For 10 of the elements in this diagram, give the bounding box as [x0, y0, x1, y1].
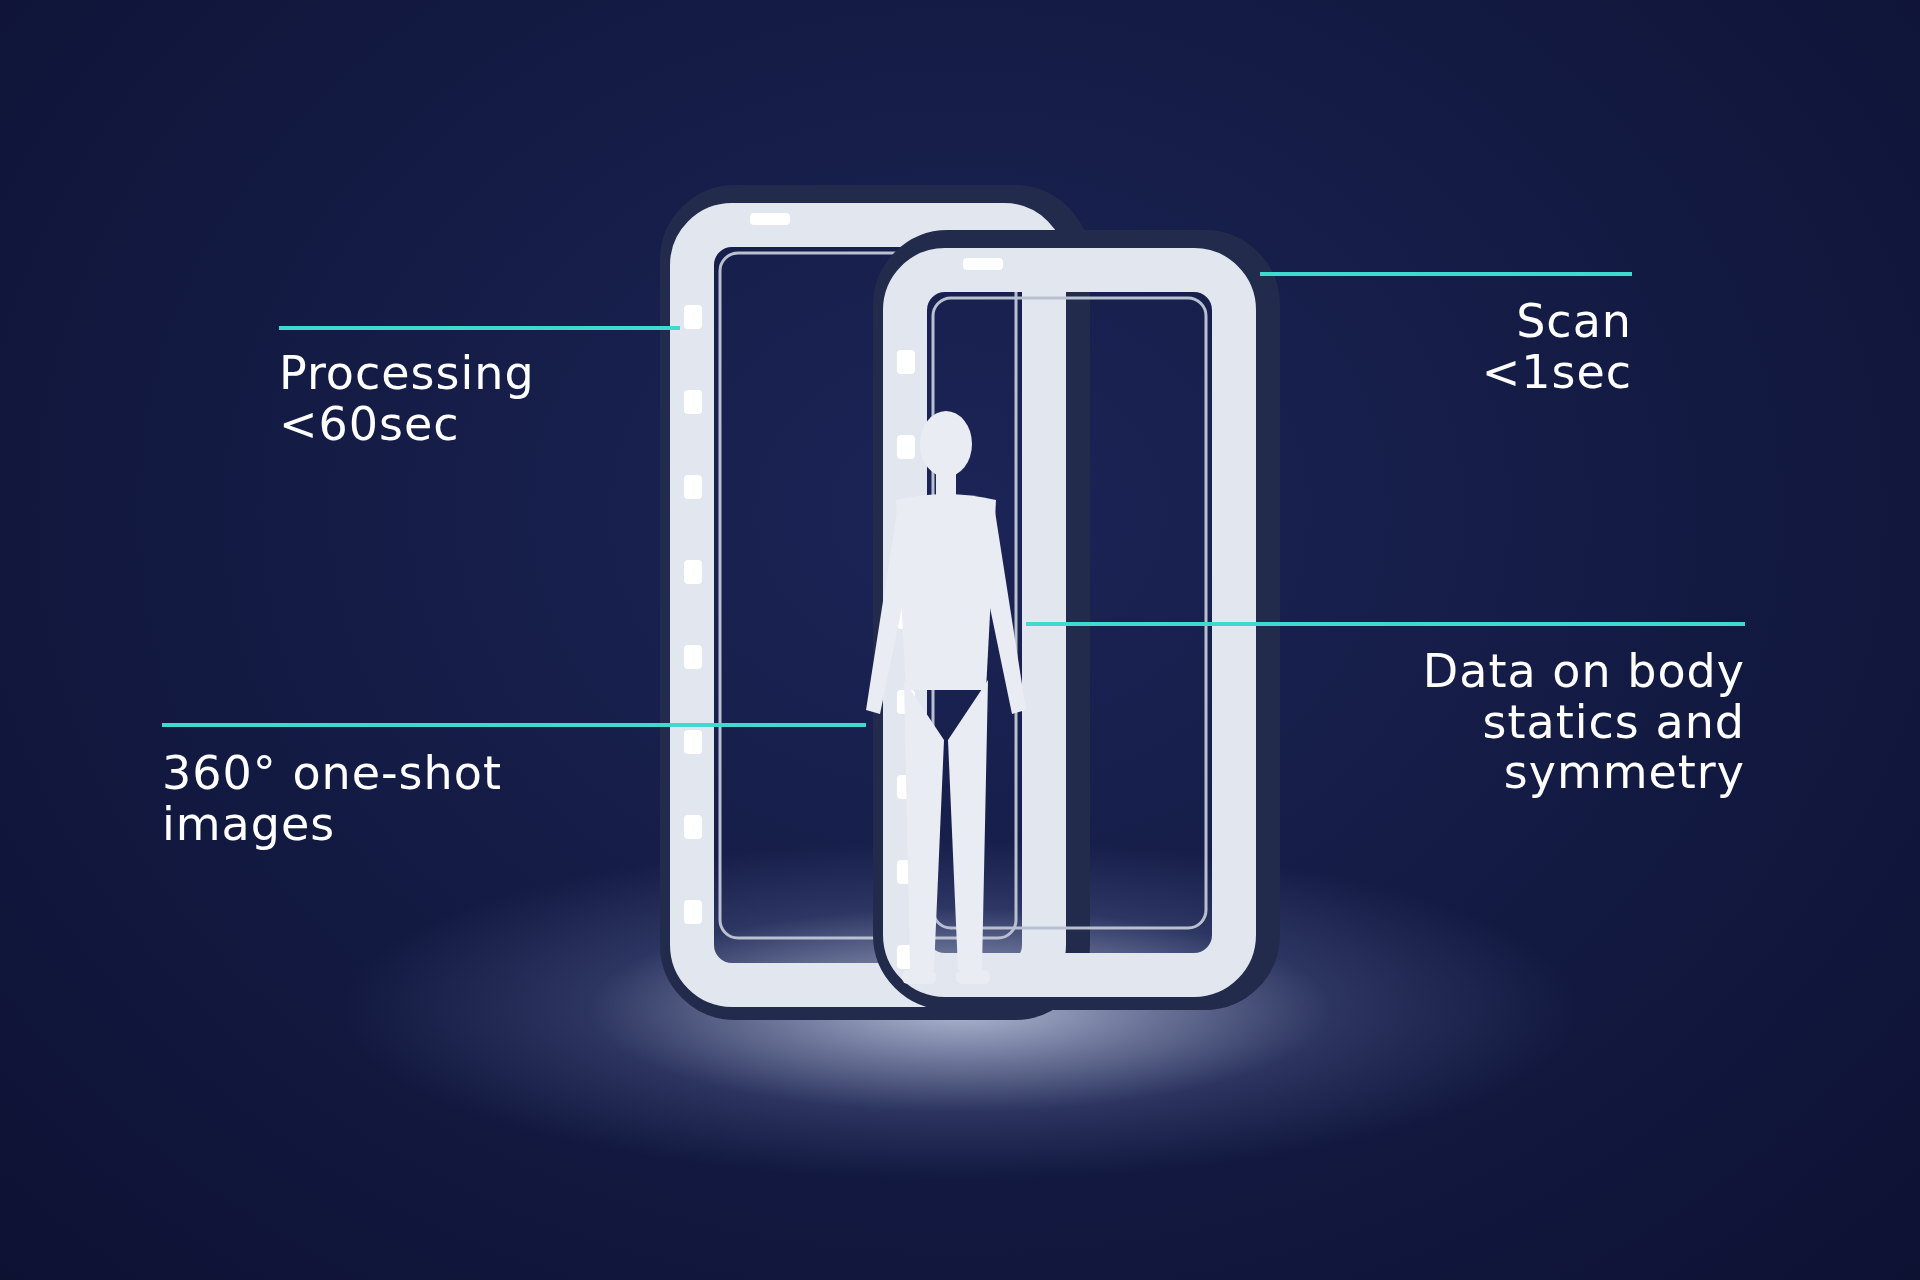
body-scanner-arch-drawing [873, 230, 1280, 1010]
body-scanner-arch-drawing [660, 185, 1090, 1020]
leader-line [162, 723, 866, 727]
callout-text: Scan <1sec [1380, 274, 1632, 398]
leader-line [1260, 272, 1632, 276]
leader-line [279, 326, 680, 330]
leader-line [1026, 622, 1745, 626]
callout-text: 360° one-shot images [162, 725, 582, 850]
callout-text: Data on body statics and symmetry [1365, 624, 1745, 798]
callout-text: Processing <60sec [279, 328, 599, 450]
